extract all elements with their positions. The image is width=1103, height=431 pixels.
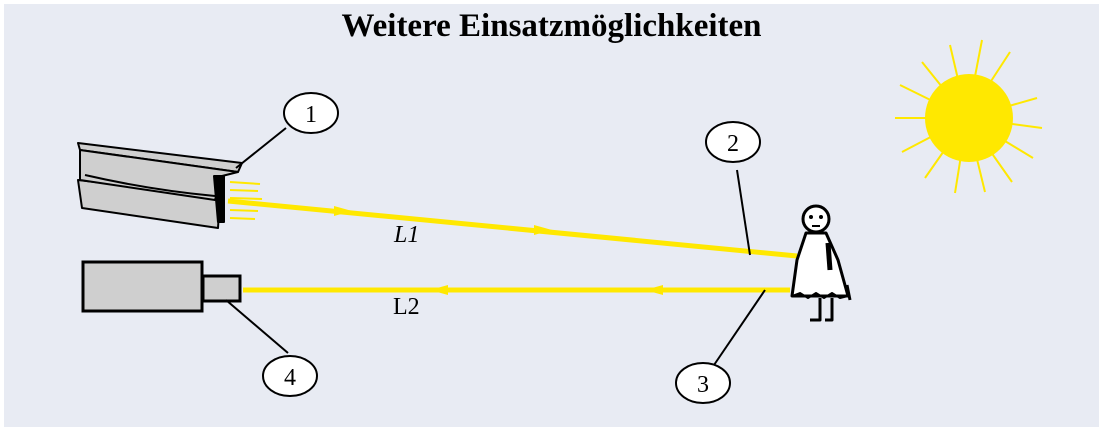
callout-3-label: 3: [697, 372, 709, 398]
callout-leaders: [225, 127, 766, 366]
beam-l2-label: L2: [393, 294, 420, 320]
person-icon: [790, 204, 852, 322]
callout-4-label: 4: [284, 365, 296, 391]
beam-l2-arrow-2: [645, 285, 663, 295]
beam-l1-label: L1: [393, 222, 419, 248]
callout-2: 2: [705, 121, 761, 163]
callout-2-label: 2: [727, 131, 739, 157]
beam-l1: [227, 198, 798, 259]
callout-1: 1: [283, 92, 339, 134]
callout-1-label: 1: [305, 102, 317, 128]
beam-l2-arrow-1: [430, 285, 448, 295]
callout-4: 4: [262, 355, 318, 397]
camera-icon: [81, 260, 242, 313]
floodlight-glow: [229, 181, 263, 220]
beam-l1-arrow-1: [334, 206, 352, 216]
diagram-title: Weitere Einsatzmöglichkeiten: [341, 8, 762, 44]
beam-l1-arrow-2: [534, 225, 552, 235]
sun-icon: [895, 39, 1043, 194]
beam-l2: [243, 285, 790, 295]
floodlight-icon: [77, 142, 243, 229]
callout-3: 3: [675, 362, 731, 404]
